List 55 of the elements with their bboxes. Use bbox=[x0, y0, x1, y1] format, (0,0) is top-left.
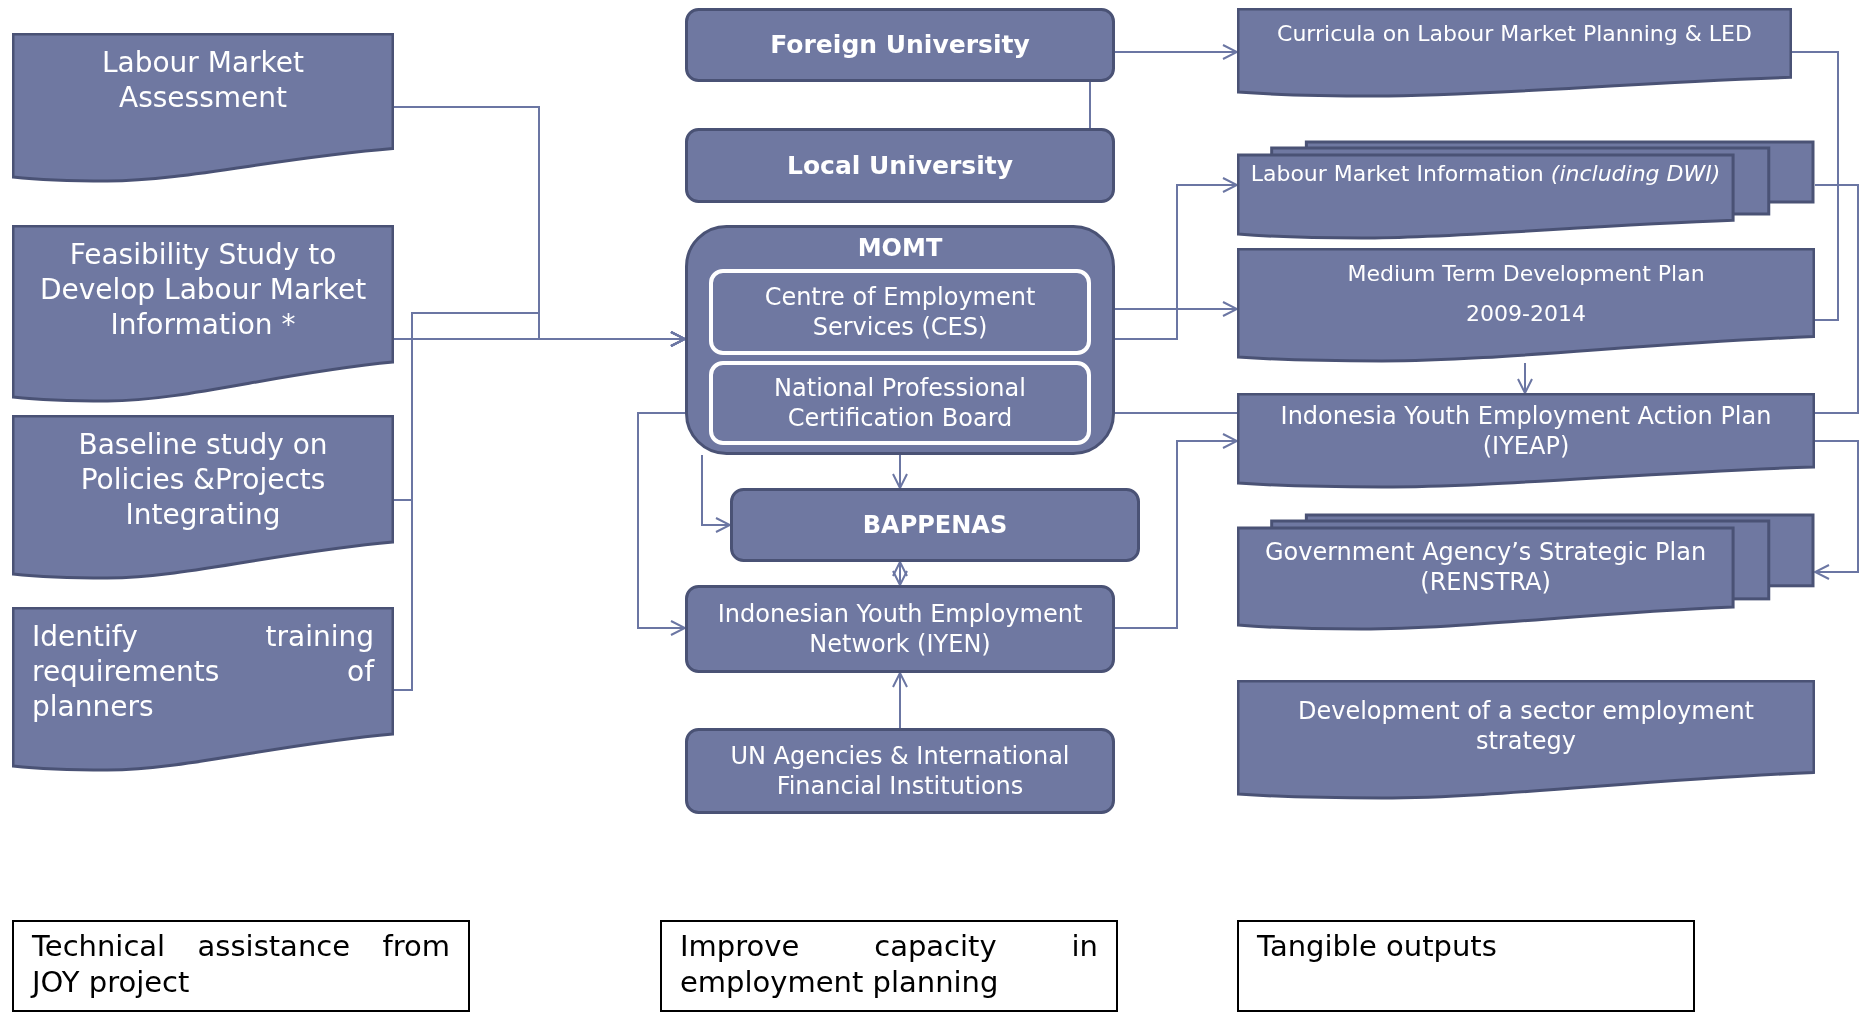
node-label: Improve capacity in employment planning bbox=[680, 928, 1098, 1001]
document-shape bbox=[12, 225, 394, 403]
rounded-box bbox=[685, 8, 1115, 82]
node-label: BAPPENAS bbox=[861, 510, 1009, 540]
document-shape bbox=[12, 33, 394, 183]
node-label: UN Agencies & International Financial Institutions bbox=[729, 741, 1071, 801]
node-label: Labour Market Assessment bbox=[100, 45, 306, 115]
stacked-document-shape bbox=[1237, 140, 1815, 240]
node-label: Technical assistance from JOY project bbox=[32, 928, 450, 1001]
node-label: Government Agency’s Strategic Plan (RENSTRA) bbox=[1263, 537, 1708, 597]
document-shape bbox=[12, 415, 394, 580]
connector-arrow bbox=[393, 312, 686, 691]
rounded-box bbox=[685, 728, 1115, 814]
rounded-box bbox=[709, 361, 1091, 445]
node-label: Tangible outputs bbox=[1257, 928, 1498, 965]
node-label: Centre of Employment Services (CES) bbox=[763, 282, 1037, 342]
connector-arrow bbox=[1114, 177, 1238, 340]
rounded-box bbox=[730, 488, 1140, 562]
node-label: Indonesian Youth Employment Network (IYEN) bbox=[716, 599, 1084, 659]
document-shape bbox=[1237, 8, 1792, 98]
node-label: Curricula on Labour Market Planning & LED bbox=[1276, 20, 1753, 48]
node-label: Foreign University bbox=[769, 29, 1031, 61]
node-label: 2009-2014 bbox=[1465, 299, 1587, 327]
connector-arrow bbox=[892, 672, 908, 729]
connector-arrow bbox=[1517, 362, 1533, 394]
connector-arrow bbox=[892, 454, 908, 489]
node-label: Identify training requirements of planners bbox=[32, 619, 374, 724]
document-shape bbox=[12, 607, 394, 772]
connector-arrow bbox=[1814, 440, 1859, 580]
node-label: Labour Market Information (including DWI) bbox=[1249, 160, 1722, 188]
node-label: Baseline study on Policies &Projects Integrating bbox=[77, 427, 329, 532]
node-label: National Professional Certification Board bbox=[773, 373, 1027, 433]
document-shape bbox=[1237, 680, 1815, 800]
connector-arrow bbox=[1114, 44, 1238, 60]
text-box bbox=[660, 920, 1118, 1012]
node-label: Development of a sector employment strategy bbox=[1296, 696, 1755, 756]
connector-arrow bbox=[1114, 301, 1238, 317]
connector-arrow bbox=[701, 454, 731, 533]
document-shape bbox=[1237, 248, 1815, 363]
node-label: Local University bbox=[786, 149, 1014, 182]
node-label: Feasibility Study to Develop Labour Market Information * bbox=[38, 237, 368, 342]
rounded-box bbox=[709, 269, 1091, 355]
text-box bbox=[12, 920, 470, 1012]
connector-arrow bbox=[637, 412, 686, 636]
connector-arrow bbox=[892, 561, 908, 586]
rounded-box bbox=[685, 128, 1115, 203]
rounded-box bbox=[685, 585, 1115, 673]
rounded-container bbox=[685, 225, 1115, 455]
document-shape bbox=[1237, 393, 1815, 489]
connector-arrow bbox=[1114, 433, 1238, 629]
node-label: MOMT bbox=[856, 233, 944, 263]
node-label: Indonesia Youth Employment Action Plan (IYEAP) bbox=[1279, 401, 1773, 461]
text-box bbox=[1237, 920, 1695, 1012]
stacked-document-shape bbox=[1237, 513, 1815, 631]
node-label: Medium Term Development Plan bbox=[1346, 260, 1706, 288]
